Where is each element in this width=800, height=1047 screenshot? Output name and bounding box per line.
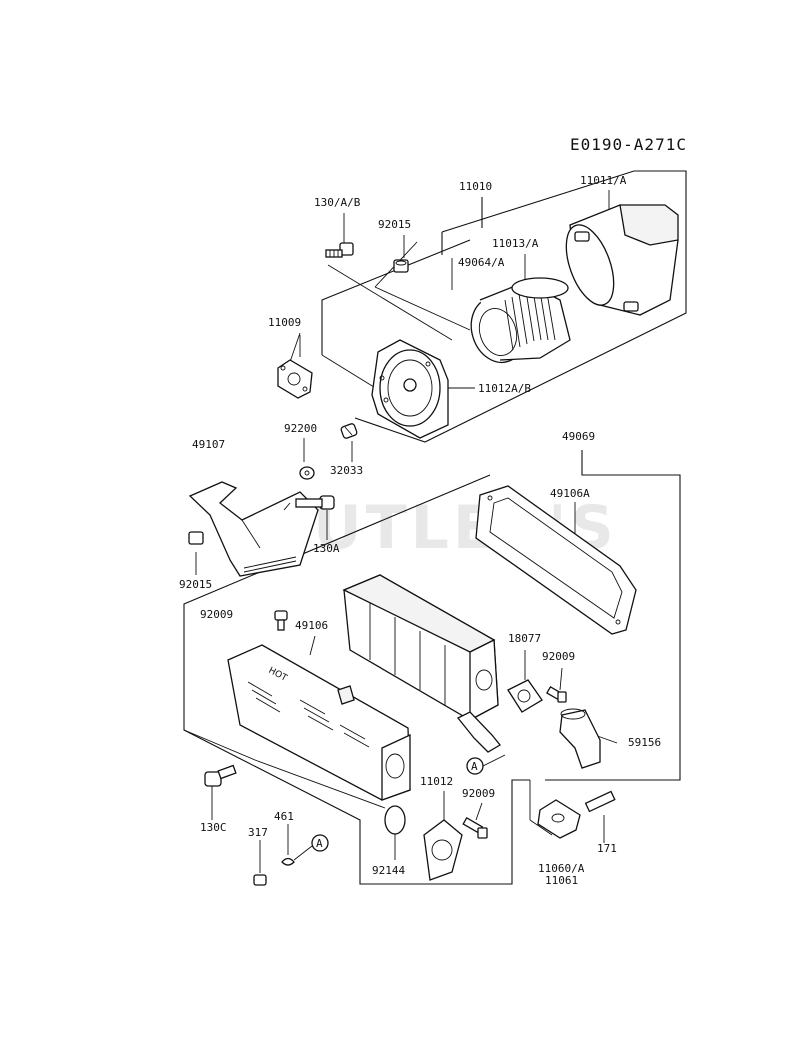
cover-11011a	[565, 204, 679, 316]
washer-92200	[299, 466, 315, 480]
callout-labels: 130/A/B 11010 11011/A 92015 11013/A 4906…	[179, 174, 661, 887]
clip-461	[281, 857, 295, 866]
label-32033: 32033	[330, 464, 363, 477]
label-49064a: 49064/A	[458, 256, 505, 269]
label-11013a: 11013/A	[492, 237, 539, 250]
gasket-11060a	[537, 799, 581, 839]
flange-18077	[507, 679, 543, 713]
callout-a-right: A	[466, 754, 506, 775]
callout-a-left: A	[293, 834, 329, 861]
air-cleaner-body-11012ab	[371, 339, 475, 439]
flange-11012	[423, 819, 463, 881]
label-11009: 11009	[268, 316, 301, 329]
label-92144: 92144	[372, 864, 405, 877]
ref-a-right: A	[471, 760, 478, 773]
label-92009-top: 92009	[200, 608, 233, 621]
label-11010: 11010	[459, 180, 492, 193]
label-92200: 92200	[284, 422, 317, 435]
nut-92015-left	[188, 531, 204, 575]
small-part-leaders	[259, 824, 289, 873]
label-11060a: 11060/A	[538, 862, 585, 875]
stud-171	[584, 790, 616, 813]
label-49106a: 49106A	[550, 487, 590, 500]
label-92009-bottom: 92009	[462, 787, 495, 800]
pipe-59156	[559, 708, 601, 769]
label-130ab: 130/A/B	[314, 196, 361, 209]
diagram-code: E0190-A271C	[570, 135, 687, 154]
ring-92144	[384, 805, 406, 835]
label-49107: 49107	[192, 438, 225, 451]
bolt-92009-bottom	[462, 817, 488, 839]
muffler-body	[342, 574, 501, 753]
nut-92015-top	[393, 259, 409, 273]
nut-317	[253, 874, 267, 886]
label-18077: 18077	[508, 632, 541, 645]
bolt-130ab	[325, 242, 354, 258]
label-317: 317	[248, 826, 268, 839]
filter-element-49064a	[470, 281, 571, 364]
fitting-32033	[340, 423, 358, 439]
muffler-frame	[183, 450, 681, 885]
muffler-cover-49106: HOT	[227, 644, 411, 801]
label-92009-right: 92009	[542, 650, 575, 663]
label-11012: 11012	[420, 775, 453, 788]
bolt-92009-right	[546, 686, 567, 703]
label-171: 171	[597, 842, 617, 855]
ref-a-left: A	[316, 837, 323, 850]
gasket-plate-49106a	[475, 485, 637, 635]
bolt-92009-top	[274, 610, 288, 631]
label-11011a: 11011/A	[580, 174, 627, 187]
gasket-11009	[277, 359, 313, 399]
shield-49107	[188, 481, 319, 577]
bolt-130a	[283, 495, 335, 540]
label-130c: 130C	[200, 821, 227, 834]
label-130a: 130A	[313, 542, 340, 555]
label-92015-top: 92015	[378, 218, 411, 231]
label-49069: 49069	[562, 430, 595, 443]
label-59156: 59156	[628, 736, 661, 749]
bolt-130c	[204, 764, 237, 820]
label-11061: 11061	[545, 874, 578, 887]
inner-element-11013a	[511, 277, 569, 299]
label-11012ab: 11012A/B	[478, 382, 531, 395]
label-49106: 49106	[295, 619, 328, 632]
label-461: 461	[274, 810, 294, 823]
label-92015-left: 92015	[179, 578, 212, 591]
